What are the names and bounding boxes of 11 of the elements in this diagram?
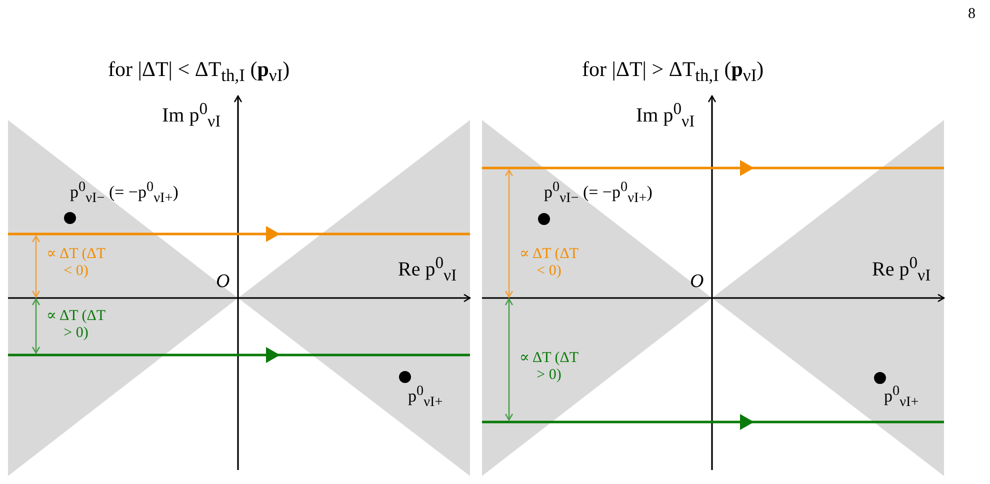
panel-title: for |ΔT| > ΔT$_{th,I}$ (p$_{νI}$)	[582, 58, 764, 86]
panel-title: for |ΔT| < ΔT$_{th,I}$ (p$_{νI}$)	[108, 58, 290, 86]
point-label: p$^{0}$$_{νI−}$ (= −p$^{0}$$_{νI+}$)	[70, 180, 178, 207]
origin-label: O	[216, 272, 230, 293]
origin-label: O	[690, 272, 704, 293]
annotation: ∝ ΔT (ΔT > 0)	[45, 308, 107, 341]
point-label: p$^{0}$$_{νI−}$ (= −p$^{0}$$_{νI+}$)	[544, 180, 652, 207]
page-number: 8	[968, 6, 976, 22]
annotation: ∝ ΔT (ΔT < 0)	[45, 246, 107, 279]
annotation: ∝ ΔT (ΔT < 0)	[518, 246, 580, 279]
annotation: ∝ ΔT (ΔT > 0)	[518, 350, 580, 383]
